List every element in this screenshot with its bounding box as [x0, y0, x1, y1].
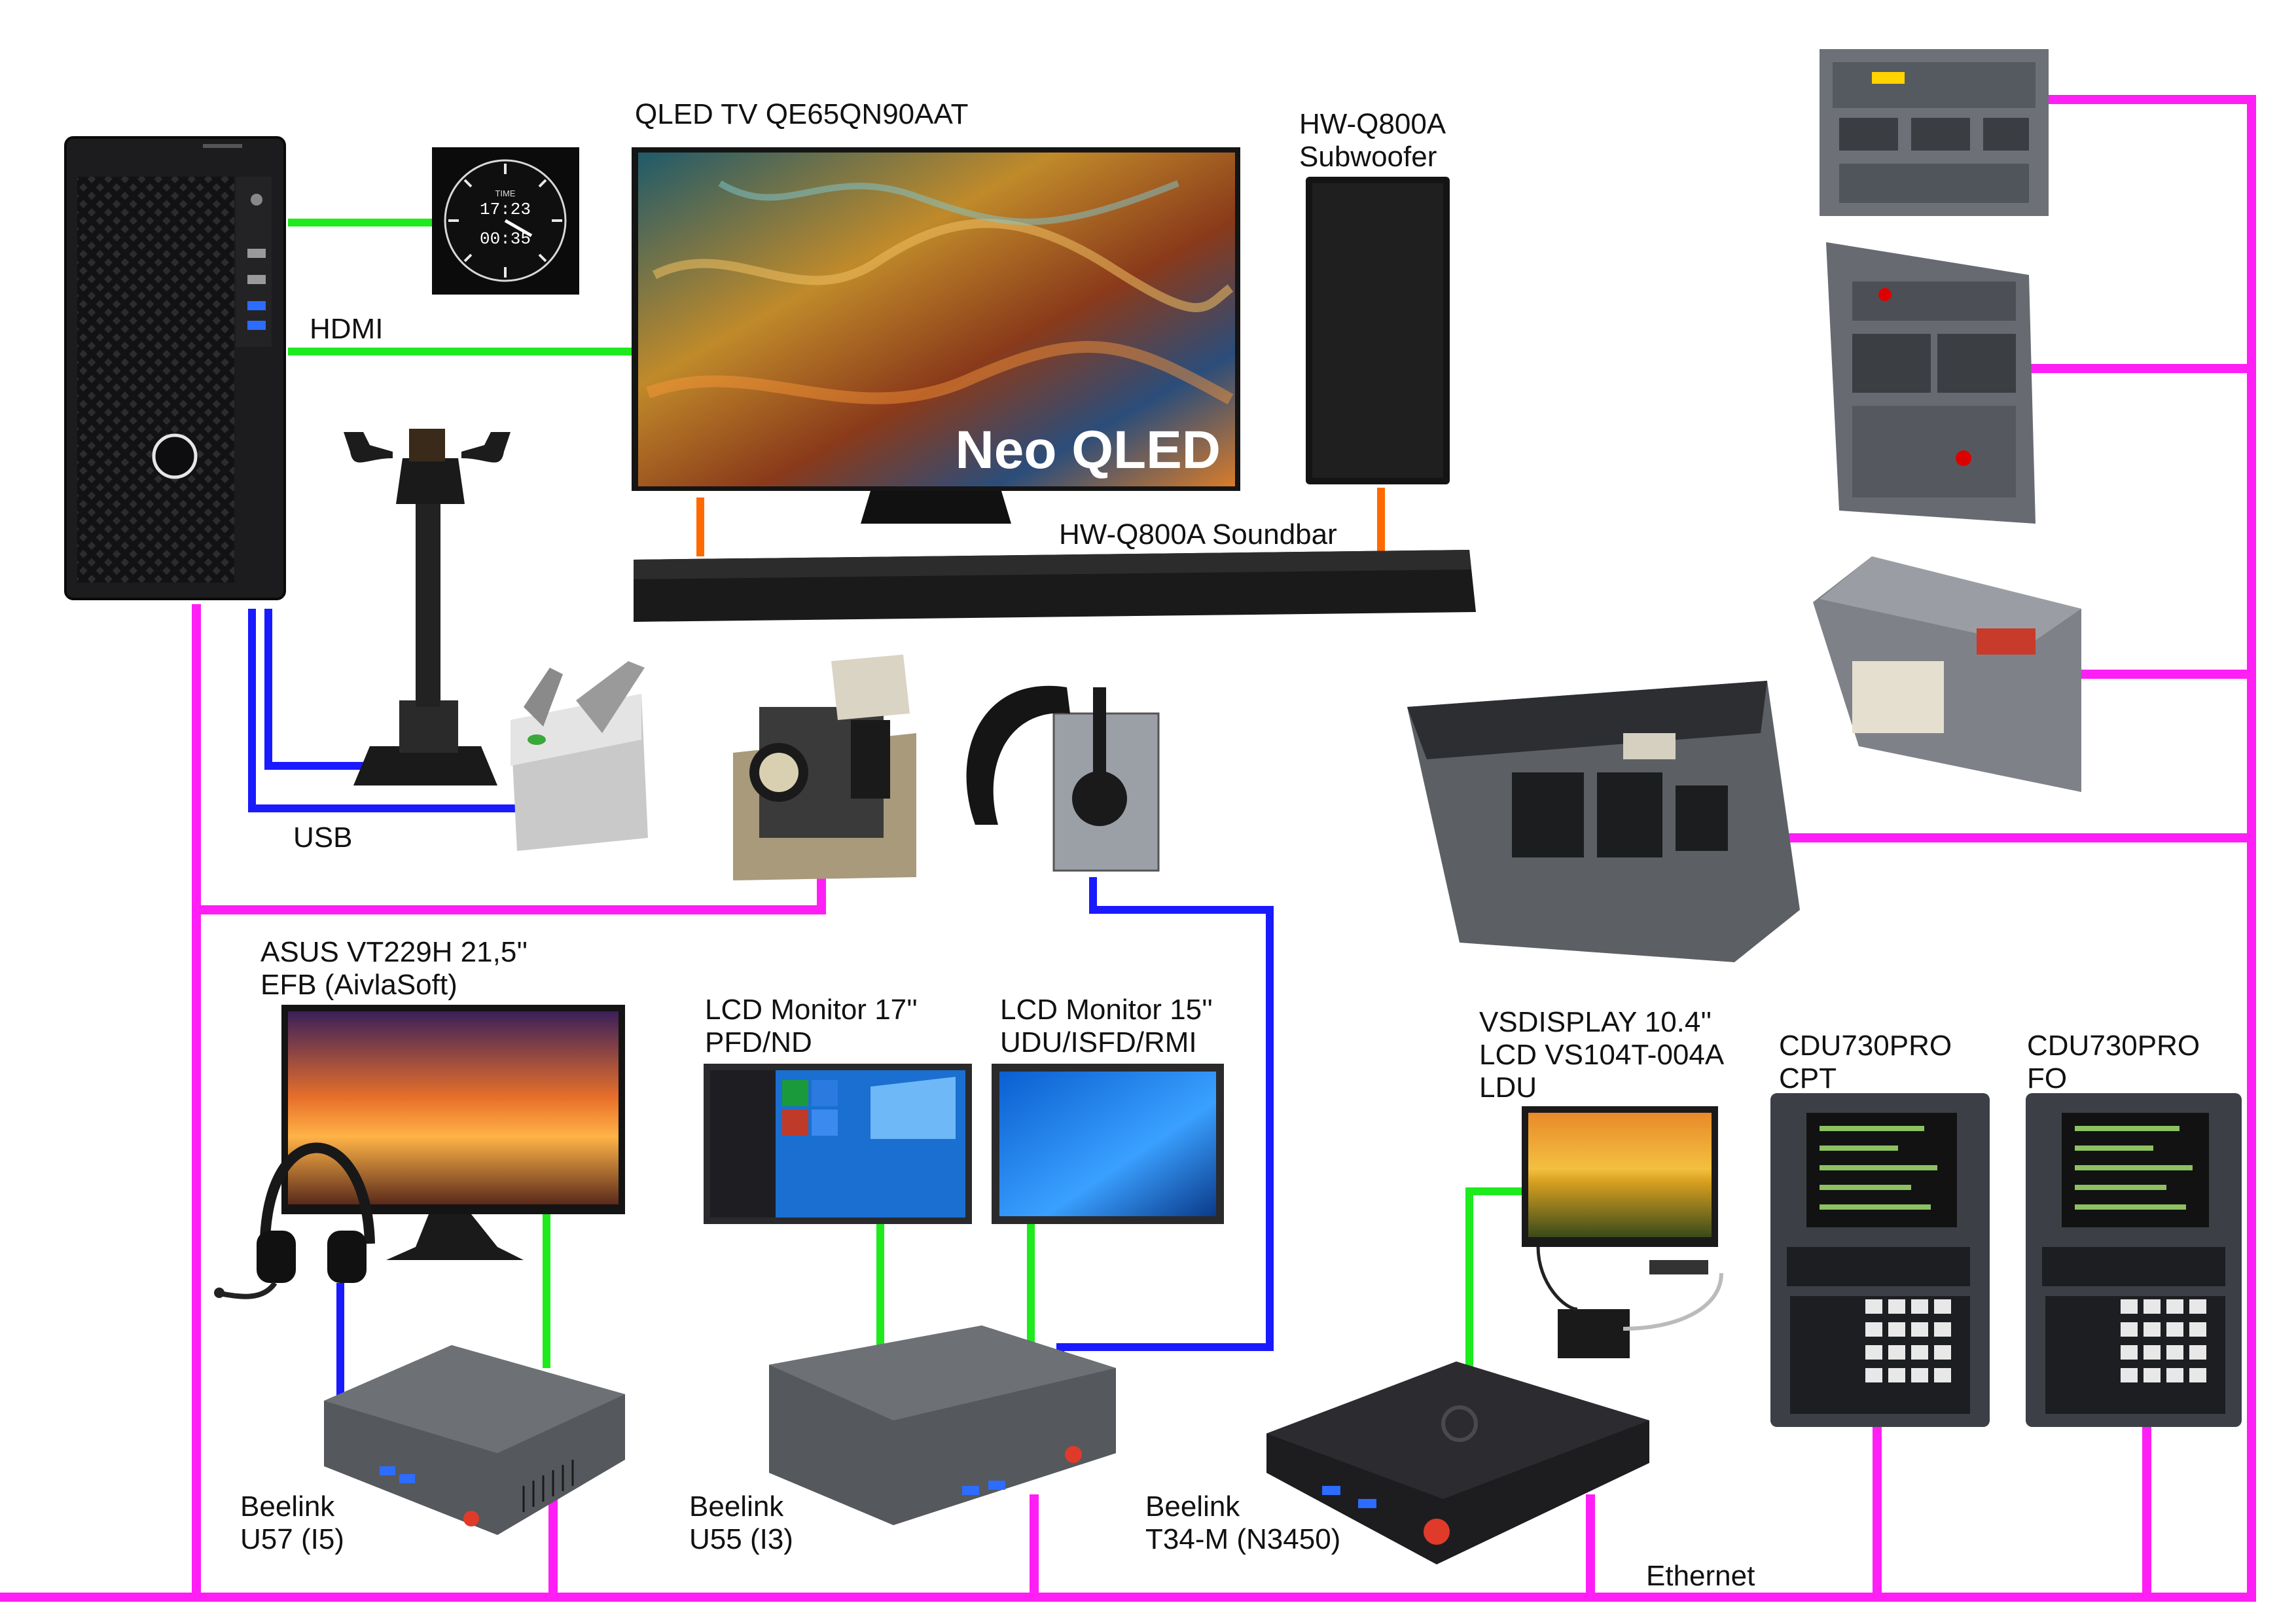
- ldu-display-icon: [1522, 1106, 1723, 1358]
- pfd-label: LCD Monitor 17'' PFD/ND: [705, 994, 918, 1059]
- tv-brand-text: Neo QLED: [956, 420, 1221, 480]
- pfd-label-line2: PFD/ND: [705, 1026, 812, 1058]
- usb-label: USB: [293, 821, 352, 854]
- audio-cables: [696, 488, 1385, 556]
- video-ldu: [1465, 1187, 1532, 1371]
- mini-pc-t34-icon: [1266, 1362, 1649, 1564]
- usb-label-text: USB: [293, 821, 353, 854]
- cdu-cpt-icon: [1770, 1093, 1990, 1427]
- cdu-cpt-label-line2: CPT: [1779, 1062, 1837, 1094]
- beelink-t34-label-line1: Beelink: [1145, 1490, 1240, 1523]
- hdmi-label-text: HDMI: [310, 313, 384, 345]
- aft-overhead-panel-icon: [1826, 242, 2036, 524]
- cdu-fo-label: CDU730PRO FO: [2027, 1030, 2200, 1095]
- mini-pc-u55-icon: [769, 1326, 1116, 1525]
- beelink-u57-label-line2: U57 (I5): [240, 1523, 344, 1555]
- soundbar-label-text: HW-Q800A Soundbar: [1059, 518, 1337, 550]
- pc-tower-icon[interactable]: [64, 136, 286, 600]
- ldu-label-line3: LDU: [1479, 1072, 1537, 1104]
- clock-time: 17:23: [480, 200, 531, 219]
- subwoofer-label: HW-Q800A Subwoofer: [1299, 108, 1446, 173]
- throttle-quadrant-icon: [733, 655, 916, 880]
- tv-icon: Neo QLED: [632, 147, 1240, 524]
- subwoofer-label-line2: Subwoofer: [1299, 141, 1437, 173]
- mini-pc-u57-icon: [324, 1345, 625, 1535]
- ldu-label: VSDISPLAY 10.4'' LCD VS104T-004A LDU: [1479, 1006, 1724, 1104]
- yoke-icon: [344, 429, 511, 785]
- clock-instrument-icon: TIME 17:23 00:35: [432, 147, 579, 295]
- efb-monitor-icon: [281, 1005, 625, 1260]
- efb-label-line2: EFB (AivlaSoft): [260, 969, 457, 1001]
- tv-label-text: QLED TV QE65QN90AAT: [635, 98, 969, 130]
- tv-label: QLED TV QE65QN90AAT: [635, 98, 968, 131]
- udu-label-line1: LCD Monitor 15'': [1000, 994, 1213, 1026]
- udu-monitor-icon: [992, 1064, 1224, 1224]
- beelink-u57-label: Beelink U57 (I5): [240, 1490, 344, 1556]
- cdu-fo-icon: [2026, 1093, 2242, 1427]
- udu-label-line2: UDU/ISFD/RMI: [1000, 1026, 1197, 1058]
- pfd-monitor-icon: [704, 1064, 972, 1224]
- hdmi-label: HDMI: [310, 313, 383, 346]
- overhead-panel-icon: [1820, 49, 2049, 216]
- beelink-t34-label-line2: T34-M (N3450): [1145, 1523, 1341, 1555]
- main-instrument-panel-icon: [1407, 681, 1800, 962]
- ldu-label-line2: LCD VS104T-004A: [1479, 1039, 1725, 1071]
- cdu-fo-label-line1: CDU730PRO: [2027, 1030, 2200, 1062]
- soundbar-label: HW-Q800A Soundbar: [1059, 518, 1337, 551]
- ethernet-cables: [0, 95, 2256, 1602]
- beelink-u55-label-line1: Beelink: [689, 1490, 784, 1523]
- ldu-label-line1: VSDISPLAY 10.4'': [1479, 1006, 1712, 1038]
- cdu-fo-label-line2: FO: [2027, 1062, 2068, 1094]
- headset-icon: [214, 1142, 375, 1299]
- video-cables: [288, 219, 1532, 1371]
- tiller-icon: [966, 685, 1160, 872]
- usb-to-pedals: [248, 609, 517, 812]
- beelink-u55-label: Beelink U55 (I3): [689, 1490, 793, 1556]
- beelink-u57-label-line1: Beelink: [240, 1490, 335, 1523]
- udu-label: LCD Monitor 15'' UDU/ISFD/RMI: [1000, 994, 1213, 1059]
- clock-elapsed: 00:35: [480, 229, 531, 249]
- ethernet-label: Ethernet: [1646, 1560, 1755, 1593]
- pfd-label-line1: LCD Monitor 17'': [705, 994, 918, 1026]
- usb-to-yoke: [264, 609, 367, 770]
- mcp-panel-icon: [1813, 556, 2081, 792]
- beelink-t34-label: Beelink T34-M (N3450): [1145, 1490, 1340, 1556]
- rudder-pedals-icon: [511, 661, 648, 851]
- clock-label: TIME: [495, 189, 515, 198]
- beelink-u55-label-line2: U55 (I3): [689, 1523, 793, 1555]
- cdu-cpt-label: CDU730PRO CPT: [1779, 1030, 1952, 1095]
- efb-label: ASUS VT229H 21,5'' EFB (AivlaSoft): [260, 936, 528, 1001]
- cdu-cpt-label-line1: CDU730PRO: [1779, 1030, 1952, 1062]
- efb-label-line1: ASUS VT229H 21,5'': [260, 936, 528, 968]
- subwoofer-label-line1: HW-Q800A: [1299, 108, 1446, 140]
- ethernet-label-text: Ethernet: [1646, 1560, 1755, 1592]
- soundbar-icon: [634, 550, 1476, 622]
- subwoofer-icon: [1306, 177, 1450, 484]
- ethernet-to-throttle: [192, 873, 826, 914]
